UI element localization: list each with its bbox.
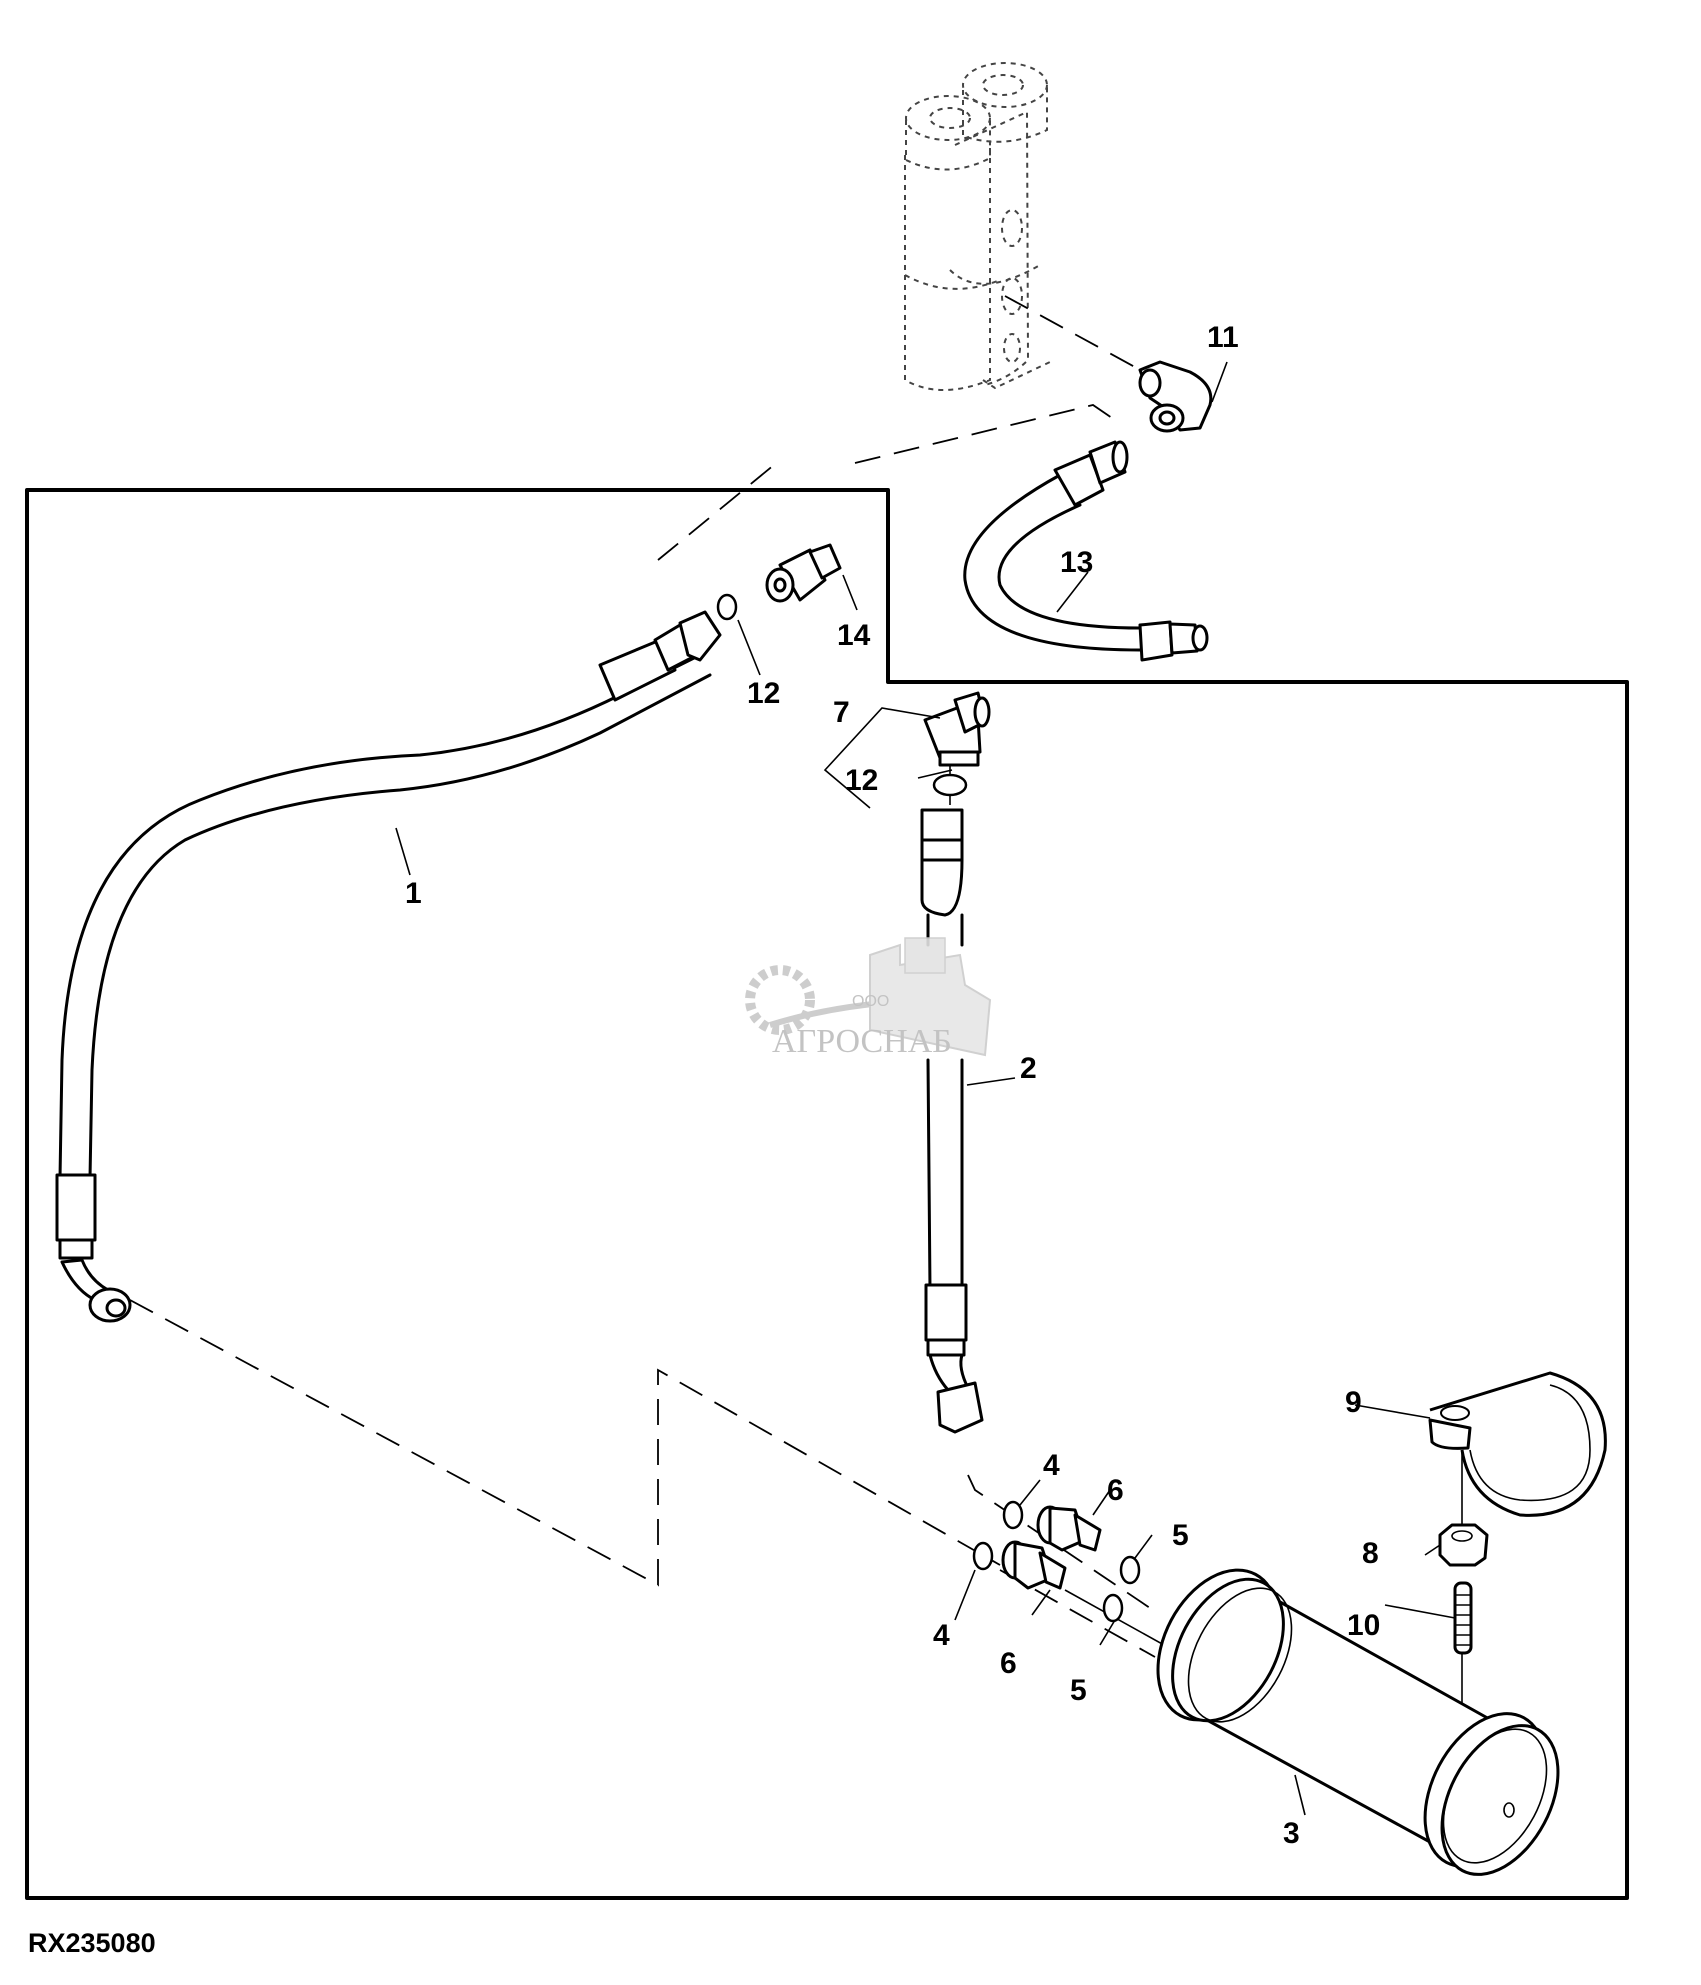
callout-4a: 4 (1043, 1449, 1060, 1482)
callout-1: 1 (405, 877, 422, 910)
part-12-o-ring-mid (932, 773, 968, 797)
callout-8: 8 (1362, 1537, 1379, 1570)
callout-14: 14 (837, 619, 871, 652)
part-7-elbow-fitting (923, 691, 991, 767)
part-3-accumulator (1156, 1568, 1560, 1876)
callout-10: 10 (1347, 1609, 1380, 1642)
valve-block-phantom (904, 62, 1051, 391)
figure-id: RX235080 (28, 1928, 156, 1958)
part-11-elbow-fitting (1138, 360, 1213, 433)
callout-6a: 6 (1107, 1474, 1124, 1507)
watermark-prefix: ООО (852, 993, 889, 1010)
part-6-adapter-upper (1036, 1505, 1102, 1552)
part-1-hose (55, 610, 722, 1323)
part-14-adapter (765, 543, 842, 603)
callout-5b: 5 (1070, 1674, 1087, 1707)
watermark-name: АГРОСНАБ (772, 1023, 952, 1060)
callout-numbers: 1 2 3 4 4 5 5 6 6 7 8 9 10 11 12 12 13 1… (405, 321, 1380, 1850)
part-12-o-ring-top (716, 593, 738, 621)
part-6-adapter-lower (1001, 1540, 1067, 1590)
part-5-o-ring-upper (1119, 1555, 1141, 1585)
assembly-dashed-lines (129, 295, 1463, 1740)
part-2-hose (920, 808, 984, 1434)
part-5-o-ring-lower (1102, 1593, 1124, 1623)
part-8-nut (1438, 1523, 1489, 1567)
callout-7: 7 (833, 696, 850, 729)
callout-5a: 5 (1172, 1519, 1189, 1552)
callout-6b: 6 (1000, 1647, 1017, 1680)
callout-12a: 12 (747, 677, 780, 710)
part-9-clamp (1428, 1371, 1607, 1517)
callout-3: 3 (1283, 1817, 1300, 1850)
watermark-logo: ООО АГРОСНАБ (745, 937, 992, 1060)
callout-9: 9 (1345, 1386, 1362, 1419)
part-4-o-ring-lower (972, 1541, 994, 1571)
part-4-o-ring-upper (1002, 1500, 1024, 1530)
callout-leaders (395, 361, 1456, 1816)
part-10-stud (1453, 1581, 1473, 1655)
callout-13: 13 (1060, 546, 1093, 579)
callout-12b: 12 (845, 764, 878, 797)
part-7-bracket (823, 707, 941, 809)
part-13-u-hose (963, 440, 1209, 662)
callout-4b: 4 (933, 1619, 950, 1652)
callout-2: 2 (1020, 1052, 1037, 1085)
callout-11: 11 (1207, 321, 1239, 354)
frame-box (25, 488, 1629, 1900)
